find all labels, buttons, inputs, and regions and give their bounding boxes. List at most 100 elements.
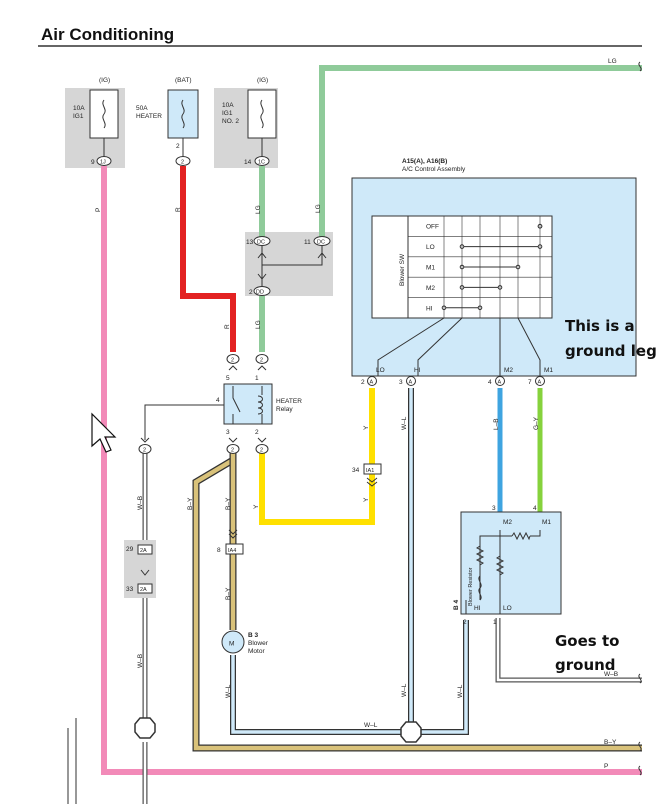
svg-text:1: 1 bbox=[255, 375, 259, 382]
svg-text:W–B: W–B bbox=[137, 496, 144, 510]
svg-text:LG: LG bbox=[315, 204, 322, 213]
splice-2a: 29 2A 33 2A bbox=[124, 540, 156, 598]
relay-coil-icon bbox=[257, 395, 263, 415]
cursor-icon bbox=[91, 412, 117, 453]
svg-text:33: 33 bbox=[126, 586, 134, 593]
svg-text:34: 34 bbox=[352, 467, 360, 474]
control-terminals: LO HI M2 M1 2 A 3 A 4 A 7 A bbox=[361, 317, 553, 386]
svg-text:2: 2 bbox=[176, 143, 180, 150]
svg-text:A15(A), A16(B): A15(A), A16(B) bbox=[402, 158, 447, 165]
svg-text:29: 29 bbox=[126, 546, 134, 553]
svg-text:DD: DD bbox=[256, 290, 264, 296]
svg-text:DC: DC bbox=[317, 240, 325, 246]
svg-text:2: 2 bbox=[181, 160, 184, 166]
svg-text:2A: 2A bbox=[140, 548, 147, 554]
svg-text:W–B: W–B bbox=[604, 671, 618, 678]
svg-text:2A: 2A bbox=[140, 587, 147, 593]
svg-text:G–Y: G–Y bbox=[533, 416, 540, 430]
svg-text:W–L: W–L bbox=[225, 684, 232, 698]
svg-text:LO: LO bbox=[503, 605, 512, 612]
svg-text:HEATER: HEATER bbox=[136, 113, 162, 120]
fuse-icon bbox=[260, 99, 264, 129]
junction-connectors: 13 DC 11 DC 2 DD bbox=[246, 236, 331, 296]
svg-text:1C: 1C bbox=[258, 160, 265, 166]
svg-text:50A: 50A bbox=[136, 105, 148, 112]
switch-row-label: HI bbox=[426, 305, 433, 312]
svg-text:B–Y: B–Y bbox=[225, 497, 232, 510]
svg-text:M1: M1 bbox=[544, 367, 553, 374]
svg-text:B–Y: B–Y bbox=[604, 739, 617, 746]
svg-text:11: 11 bbox=[304, 239, 311, 246]
svg-text:10A: 10A bbox=[222, 102, 234, 109]
svg-text:B 4: B 4 bbox=[453, 600, 460, 611]
svg-text:Y: Y bbox=[253, 504, 260, 509]
annotation-goes-ground-2: ground bbox=[555, 656, 616, 674]
svg-text:8: 8 bbox=[217, 547, 221, 554]
annotation-ground-leg-1: This is a bbox=[565, 317, 635, 335]
svg-text:Y: Y bbox=[363, 497, 370, 502]
svg-text:IG1: IG1 bbox=[222, 110, 233, 117]
resistor-icon bbox=[475, 545, 485, 566]
svg-text:LG: LG bbox=[255, 205, 262, 214]
svg-text:2: 2 bbox=[361, 379, 365, 386]
svg-text:R: R bbox=[175, 207, 182, 212]
thermal-fuse-icon bbox=[478, 575, 482, 601]
svg-text:LO: LO bbox=[376, 367, 385, 374]
svg-text:HI: HI bbox=[414, 367, 421, 374]
svg-text:4: 4 bbox=[488, 379, 492, 386]
svg-text:HEATER: HEATER bbox=[276, 398, 302, 405]
svg-text:W–L: W–L bbox=[457, 684, 464, 698]
svg-text:HI: HI bbox=[474, 605, 481, 612]
switch-row-label: M1 bbox=[426, 265, 435, 272]
connector-ia4: 8 IA4 bbox=[217, 529, 244, 555]
splice-node-left bbox=[134, 717, 156, 739]
svg-text:Motor: Motor bbox=[248, 648, 265, 655]
page-title: Air Conditioning bbox=[41, 25, 174, 44]
svg-text:W–L: W–L bbox=[401, 416, 408, 430]
svg-text:P: P bbox=[604, 763, 608, 770]
svg-text:2: 2 bbox=[249, 289, 253, 296]
svg-text:(BAT): (BAT) bbox=[175, 77, 192, 84]
svg-text:IA4: IA4 bbox=[228, 548, 236, 554]
svg-text:M1: M1 bbox=[542, 519, 551, 526]
svg-text:Blower: Blower bbox=[248, 640, 269, 647]
svg-text:10A: 10A bbox=[73, 105, 85, 112]
svg-text:7: 7 bbox=[528, 379, 532, 386]
wire-lg-2 bbox=[319, 65, 642, 238]
fuse-icon bbox=[181, 99, 185, 129]
annotation-ground-leg-2: ground leg bbox=[565, 342, 657, 360]
svg-text:Blower Resistor: Blower Resistor bbox=[468, 567, 474, 606]
svg-text:4: 4 bbox=[216, 397, 220, 404]
svg-text:2: 2 bbox=[260, 448, 263, 454]
motor-icon: M bbox=[229, 641, 234, 648]
svg-text:IG1: IG1 bbox=[73, 113, 84, 120]
fuse-ig1-no2: (IG) 10A IG1 NO. 2 14 1C bbox=[214, 77, 278, 168]
svg-text:5: 5 bbox=[226, 375, 230, 382]
wire-wl-1 bbox=[231, 620, 468, 734]
svg-text:13: 13 bbox=[246, 239, 254, 246]
svg-text:(IG): (IG) bbox=[99, 77, 110, 84]
blower-resistor: 3 4 M2 M1 HI LO 2 1 B 4 Blower Resistor bbox=[453, 505, 562, 626]
svg-text:NO. 2: NO. 2 bbox=[222, 118, 239, 125]
svg-text:A/C Control Assembly: A/C Control Assembly bbox=[402, 166, 466, 173]
svg-text:2: 2 bbox=[143, 448, 146, 454]
blower-motor: M B 3 Blower Motor bbox=[221, 630, 269, 655]
svg-text:Relay: Relay bbox=[276, 406, 293, 413]
svg-text:1: 1 bbox=[493, 619, 497, 626]
svg-text:B–Y: B–Y bbox=[187, 497, 194, 510]
svg-text:P: P bbox=[95, 208, 102, 212]
switch-row-label: OFF bbox=[426, 224, 439, 231]
svg-text:A: A bbox=[498, 380, 502, 386]
svg-text:IA1: IA1 bbox=[366, 468, 374, 474]
break-marks bbox=[638, 61, 642, 776]
svg-text:A: A bbox=[409, 380, 413, 386]
connector-ia1: 34 IA1 bbox=[352, 463, 382, 487]
resistor-icon bbox=[495, 555, 505, 576]
wire-r bbox=[180, 166, 236, 352]
svg-text:2: 2 bbox=[231, 448, 234, 454]
svg-text:Blower SW: Blower SW bbox=[399, 253, 406, 286]
svg-text:Y: Y bbox=[363, 425, 370, 430]
svg-text:R: R bbox=[224, 324, 231, 329]
